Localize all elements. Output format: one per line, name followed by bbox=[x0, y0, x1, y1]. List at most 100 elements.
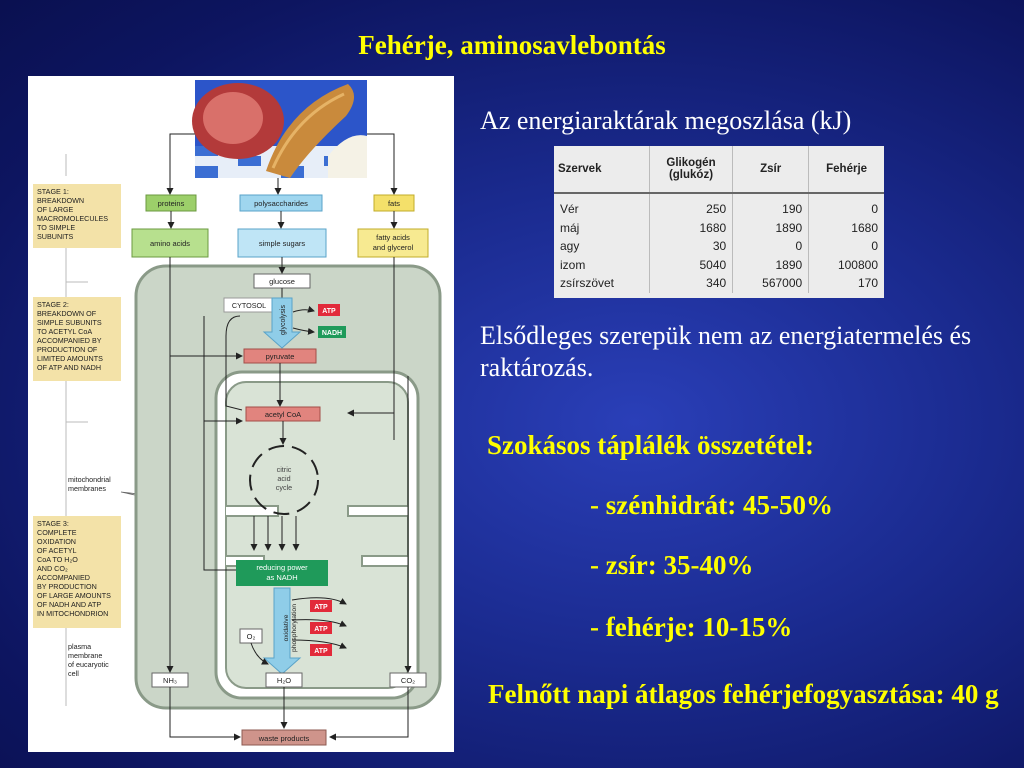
stage3-line: IN MITOCHONDRION bbox=[37, 609, 108, 618]
waste-products-box bbox=[241, 729, 327, 746]
table-cell: 1680 bbox=[649, 218, 734, 237]
plasma-label-line: of eucaryotic bbox=[68, 660, 109, 669]
mito-label-line: mitochondrial bbox=[68, 475, 111, 484]
adult-protein-intake: Felnőtt napi átlagos fehérjefogyasztása:… bbox=[488, 679, 999, 709]
stage1-line: MACROMOLECULES bbox=[37, 214, 108, 223]
table-header-cell: Fehérje bbox=[808, 146, 884, 194]
atp-glycolysis-label: ATP bbox=[322, 308, 336, 315]
nadh-glycolysis-label: NADH bbox=[322, 330, 342, 337]
table-cell: 1890 bbox=[732, 255, 810, 274]
cytosol-label: CYTOSOL bbox=[232, 301, 266, 310]
diet-item-fat: - zsír: 35-40% bbox=[590, 550, 754, 580]
o2-label: O₂ bbox=[247, 632, 256, 641]
table-cell: Vér bbox=[554, 193, 650, 219]
slide-title: Fehérje, aminosavlebontás bbox=[358, 30, 666, 60]
table-cell: 1680 bbox=[851, 220, 878, 235]
amino-acids-box bbox=[131, 228, 209, 258]
amino-acids-label: amino acids bbox=[150, 239, 190, 248]
polysaccharides-label: polysaccharides bbox=[254, 199, 308, 208]
citric-acid-cycle-ring bbox=[249, 445, 319, 515]
atp-label-2: ATP bbox=[314, 626, 328, 633]
food-photo-icon bbox=[192, 80, 367, 178]
stage2-line: ACCOMPANIED BY bbox=[37, 336, 102, 345]
t-citric-line: citric bbox=[277, 465, 292, 474]
t-fatty-line: fatty acids bbox=[376, 233, 410, 242]
table-cell: agy bbox=[554, 237, 650, 256]
table-cell: 190 bbox=[732, 193, 810, 219]
stage3-line: ACCOMPANIED bbox=[37, 573, 90, 582]
oxidative-phosphorylation-label: oxidativephosphorylation bbox=[283, 604, 298, 652]
stage3-line: COMPLETE bbox=[37, 528, 77, 537]
t-oxphos-line: phosphorylation bbox=[291, 604, 298, 652]
stage3-line: AND CO₂ bbox=[37, 564, 68, 573]
stage3-line: OXIDATION bbox=[37, 537, 76, 546]
glucose-label: glucose bbox=[269, 277, 295, 286]
stage3-line: CoA TO H₂O bbox=[37, 555, 78, 564]
mito-label-line: membranes bbox=[68, 484, 106, 493]
fatty-acids-box bbox=[357, 228, 429, 258]
diet-composition-heading: Szokásos táplálék összetétel: bbox=[487, 430, 814, 460]
stage1-line: BREAKDOWN bbox=[37, 196, 84, 205]
waste-products-label: waste products bbox=[258, 734, 310, 743]
stage1-line: TO SIMPLE bbox=[37, 223, 75, 232]
stage2-line: TO ACETYL CoA bbox=[37, 327, 92, 336]
atp-glycolysis-badge bbox=[318, 304, 340, 316]
table-cell: 567000 bbox=[732, 274, 810, 293]
stage3-line: STAGE 3: bbox=[37, 519, 69, 528]
stage3-label-box bbox=[33, 516, 121, 628]
table-cell: 170 bbox=[857, 276, 878, 291]
stage2-label-box bbox=[33, 297, 121, 381]
stage2-line: PRODUCTION OF bbox=[37, 345, 98, 354]
plasma-label-line: plasma bbox=[68, 642, 91, 651]
stage2-line: OF ATP AND NADH bbox=[37, 363, 101, 372]
stage2-line: LIMITED AMOUNTS bbox=[37, 354, 103, 363]
stage2-line: STAGE 2: bbox=[37, 300, 69, 309]
nh3-label: NH₃ bbox=[163, 676, 177, 685]
table-cell: máj bbox=[554, 218, 650, 237]
glycolysis-arrow bbox=[262, 297, 302, 349]
stage3-line: OF LARGE AMOUNTS bbox=[37, 591, 111, 600]
stage3-line: OF ACETYL bbox=[37, 546, 77, 555]
stage2-line: SIMPLE SUBUNITS bbox=[37, 318, 102, 327]
diet-item-carbohydrate: - szénhidrát: 45-50% bbox=[590, 490, 833, 520]
stage1-line: OF LARGE bbox=[37, 205, 74, 214]
stage1-line: STAGE 1: bbox=[37, 187, 69, 196]
acetyl-coa-label: acetyl CoA bbox=[265, 410, 301, 419]
table-cell: 0 bbox=[871, 202, 878, 217]
table-cell: 0 bbox=[871, 239, 878, 254]
table-cell: 30 bbox=[649, 237, 734, 256]
glycolysis-label: glycolysis bbox=[280, 305, 287, 335]
co2-label: CO₂ bbox=[401, 676, 415, 685]
h2o-label: H₂O bbox=[277, 676, 291, 685]
atp-label-1: ATP bbox=[314, 604, 328, 611]
fats-label: fats bbox=[388, 199, 400, 208]
stage1-line: SUBUNITS bbox=[37, 232, 74, 241]
t-oxphos-line: oxidative bbox=[283, 614, 290, 641]
plasma-label-line: membrane bbox=[68, 651, 102, 660]
energy-stores-heading: Az energiaraktárak megoszlása (kJ) bbox=[480, 106, 852, 135]
t-citric-line: acid bbox=[277, 474, 290, 483]
atp-badge-3 bbox=[310, 644, 332, 656]
table-cell: 5040 bbox=[649, 255, 734, 274]
oxidative-phosphorylation-arrow bbox=[262, 587, 302, 675]
stage2-line: BREAKDOWN OF bbox=[37, 309, 97, 318]
t-citric-line: cycle bbox=[276, 483, 292, 492]
stage1-label-box bbox=[33, 184, 121, 248]
table-cell: izom bbox=[554, 255, 650, 274]
plasma-label-line: cell bbox=[68, 669, 79, 678]
table-header-cell: Glikogén(glukóz) bbox=[649, 146, 734, 194]
table-header-cell: Szervek bbox=[554, 146, 650, 194]
proteins-label: proteins bbox=[158, 199, 185, 208]
atp-badge-1 bbox=[310, 600, 332, 612]
table-cell: zsírszövet bbox=[554, 274, 650, 293]
simple-sugars-box bbox=[237, 228, 327, 258]
